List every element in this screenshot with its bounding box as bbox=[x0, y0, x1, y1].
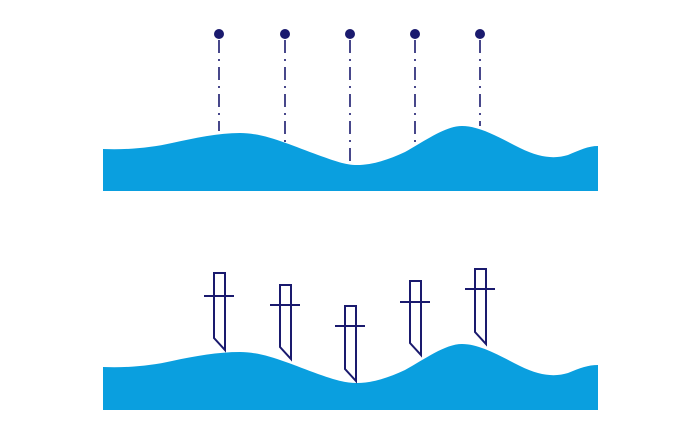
top-dots bbox=[214, 29, 485, 39]
pin-3 bbox=[335, 305, 365, 384]
top-water-surface bbox=[103, 126, 598, 191]
pin-5-body bbox=[474, 268, 487, 347]
pin-2-body bbox=[279, 284, 292, 362]
top-dot-1 bbox=[214, 29, 224, 39]
pin-4-body bbox=[409, 280, 422, 358]
top-dot-3 bbox=[345, 29, 355, 39]
pin-5 bbox=[465, 268, 495, 347]
top-dot-2 bbox=[280, 29, 290, 39]
top-dash-lines bbox=[218, 40, 481, 162]
top-dot-4 bbox=[410, 29, 420, 39]
pin-1-body bbox=[213, 272, 226, 353]
pin-3-body bbox=[344, 305, 357, 384]
pin-1 bbox=[204, 272, 234, 353]
bottom-water-surface bbox=[103, 344, 598, 410]
top-panel bbox=[103, 29, 598, 191]
pin-2 bbox=[270, 284, 300, 362]
bottom-panel bbox=[103, 268, 598, 410]
pin-4 bbox=[400, 280, 430, 358]
top-dot-5 bbox=[475, 29, 485, 39]
